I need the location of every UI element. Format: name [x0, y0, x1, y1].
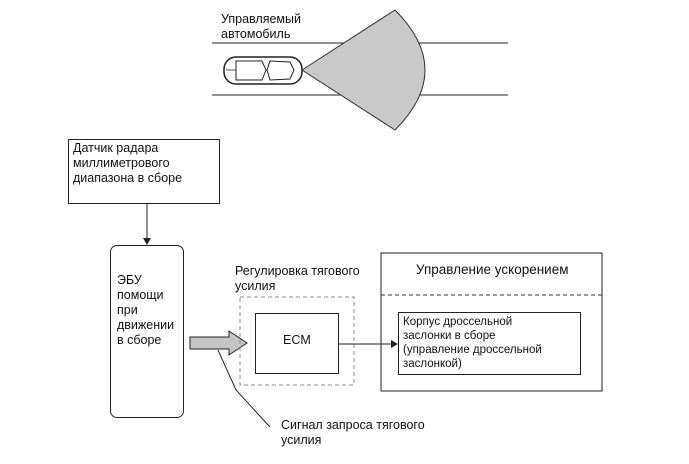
throttle-body-label: Корпус дроссельной заслонки в сборе (упр…	[403, 316, 542, 370]
controlled-vehicle-label: Управляемый автомобиль	[221, 12, 301, 41]
driving-assist-ecu-box: ЭБУ помощи при движении в сборе	[110, 245, 184, 418]
radar-sensor-label: Датчик радара миллиметрового диапазона в…	[73, 141, 183, 185]
traction-regulation-title: Регулировка тягового усилия	[235, 264, 360, 293]
driving-assist-ecu-label: ЭБУ помощи при движении в сборе	[117, 273, 175, 347]
acceleration-control-frame	[380, 252, 603, 392]
car-top-view-icon	[223, 56, 303, 85]
throttle-body-box: Корпус дроссельной заслонки в сборе (упр…	[398, 312, 581, 375]
signal-leader-line	[217, 349, 271, 428]
radar-beam	[301, 9, 426, 131]
traction-request-signal-label: Сигнал запроса тягового усилия	[281, 418, 425, 447]
ecm-label: ECM	[283, 333, 311, 347]
traction-regulation-frame	[239, 296, 355, 386]
traction-request-arrow	[189, 330, 248, 356]
ecm-box: ECM	[255, 313, 339, 374]
radar-sensor-box: Датчик радара миллиметрового диапазона в…	[68, 139, 220, 204]
acceleration-control-title: Управление ускорением	[416, 262, 569, 277]
